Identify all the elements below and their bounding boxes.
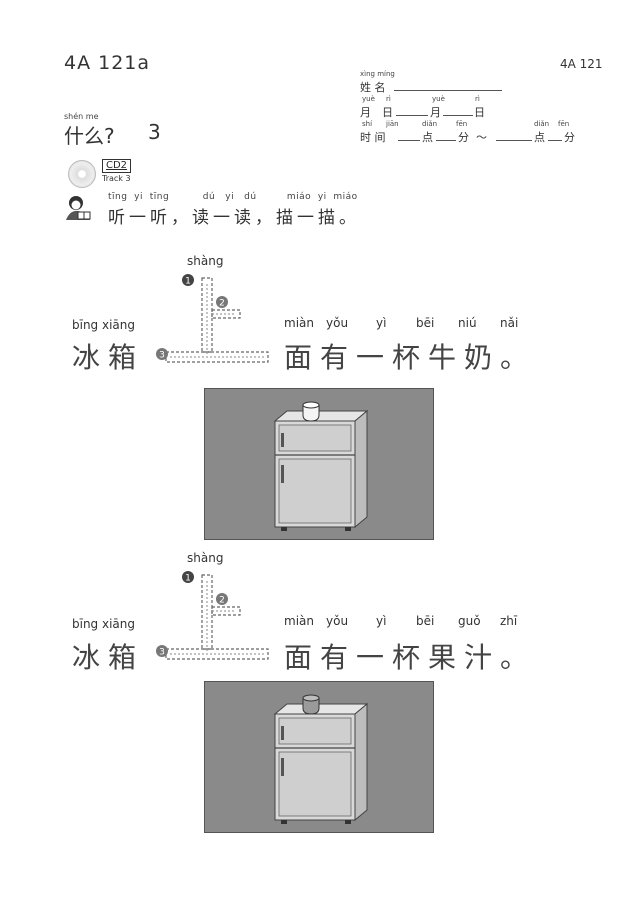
instruction-text: 听一听，读一读，描一描。 xyxy=(108,208,360,228)
trace-char-pinyin: shàng xyxy=(187,254,224,268)
time-label: 分 xyxy=(458,131,469,144)
subject-pinyin: bīng xiāng xyxy=(72,617,135,631)
day-field[interactable] xyxy=(443,115,473,116)
stroke-number-2-label: 2 xyxy=(219,299,225,309)
rest-hanzi: 面有一杯牛奶。 xyxy=(284,341,537,374)
stroke-number-3-label: 3 xyxy=(159,351,165,361)
subject-hanzi: 冰箱 xyxy=(72,341,145,374)
rest-pinyin-4: bēi xyxy=(416,316,435,330)
stroke-number-1-label: 1 xyxy=(185,574,191,584)
end-hour-field[interactable] xyxy=(496,140,532,141)
rest-pinyin-3: yì xyxy=(376,316,387,330)
lesson-title: 什么? xyxy=(64,124,115,148)
stroke-number-3 xyxy=(156,645,168,657)
rest-pinyin-1: miàn xyxy=(284,316,314,330)
cd-icon xyxy=(68,160,96,188)
name-pinyin: xìng míng xyxy=(360,70,395,78)
time-pinyin: fēn xyxy=(558,120,570,128)
time-pinyin: shí xyxy=(362,120,373,128)
time-label: ～ xyxy=(476,131,487,144)
trace-char-pinyin: shàng xyxy=(187,551,224,565)
stroke-number-3-label: 3 xyxy=(159,648,165,658)
rest-pinyin-2: yǒu xyxy=(326,316,349,330)
worksheet-code: 4A 121a xyxy=(64,52,151,74)
stroke-number-1 xyxy=(182,571,194,583)
subject-pinyin: bīng xiāng xyxy=(72,318,135,332)
date-label: 月 xyxy=(430,106,441,119)
lesson-number: 3 xyxy=(148,120,161,144)
date-pinyin: rì xyxy=(386,95,391,103)
date-label: 日 xyxy=(474,106,485,119)
subject-hanzi: 冰箱 xyxy=(72,641,145,674)
date-pinyin: yuè xyxy=(362,95,375,103)
stroke-number-2 xyxy=(216,593,228,605)
start-hour-field[interactable] xyxy=(398,140,420,141)
rest-pinyin-2: yǒu xyxy=(326,614,349,628)
rest-pinyin-1: miàn xyxy=(284,614,314,628)
fridge-with-juice-picture xyxy=(204,681,434,833)
date-row: yuè rì yuè rì 月 日 月 日 xyxy=(360,95,590,120)
student-info-block: xìng míng 姓 名 yuè rì yuè rì 月 日 月 日 shí … xyxy=(360,70,590,145)
rest-pinyin-4: bēi xyxy=(416,614,435,628)
date-pinyin: rì xyxy=(475,95,480,103)
lesson-title-pinyin: shén me xyxy=(64,112,99,121)
time-pinyin: fēn xyxy=(456,120,468,128)
fridge-with-milk-picture xyxy=(204,388,434,540)
time-label: 点 xyxy=(422,131,433,144)
instruction: tīng yi tīng dú yi dú miáo yi miáo 听一听，读… xyxy=(108,192,360,228)
time-pinyin: diǎn xyxy=(534,120,550,128)
name-row: xìng míng 姓 名 xyxy=(360,70,590,95)
instruction-pinyin: tīng yi tīng dú yi dú miáo yi miáo xyxy=(108,192,358,202)
trace-character-shang[interactable]: 1 2 3 xyxy=(150,270,274,372)
end-minute-field[interactable] xyxy=(548,140,562,141)
month-field[interactable] xyxy=(396,115,428,116)
rest-pinyin-5: guǒ xyxy=(458,614,481,628)
reading-child-icon xyxy=(66,196,91,220)
stroke-number-3 xyxy=(156,348,168,360)
date-pinyin: yuè xyxy=(432,95,445,103)
time-label: 点 xyxy=(534,131,545,144)
rest-pinyin-5: niú xyxy=(458,316,477,330)
stroke-number-1-label: 1 xyxy=(185,277,191,287)
rest-hanzi: 面有一杯果汁。 xyxy=(284,641,537,674)
time-label: 分 xyxy=(564,131,575,144)
worksheet-code-right: 4A 121 xyxy=(560,57,603,71)
time-pinyin: diǎn xyxy=(422,120,438,128)
rest-pinyin-6: zhī xyxy=(500,614,518,628)
time-row: shí jiān diǎn fēn diǎn fēn 时 间 点 分 ～ 点 分 xyxy=(360,120,590,145)
cd-label: CD2 xyxy=(102,159,132,173)
date-label: 日 xyxy=(382,106,393,119)
rest-pinyin-6: nǎi xyxy=(500,316,519,330)
time-pinyin: jiān xyxy=(386,120,399,128)
stroke-number-2 xyxy=(216,296,228,308)
name-field[interactable] xyxy=(394,90,502,91)
trace-character-shang[interactable]: 1 2 3 xyxy=(150,567,274,669)
date-label: 月 xyxy=(360,106,371,119)
name-label: 姓 名 xyxy=(360,81,386,94)
cd-track: Track 3 xyxy=(102,174,131,183)
rest-pinyin-3: yì xyxy=(376,614,387,628)
stroke-number-1 xyxy=(182,274,194,286)
time-label: 时 间 xyxy=(360,131,386,144)
start-minute-field[interactable] xyxy=(436,140,456,141)
stroke-number-2-label: 2 xyxy=(219,596,225,606)
